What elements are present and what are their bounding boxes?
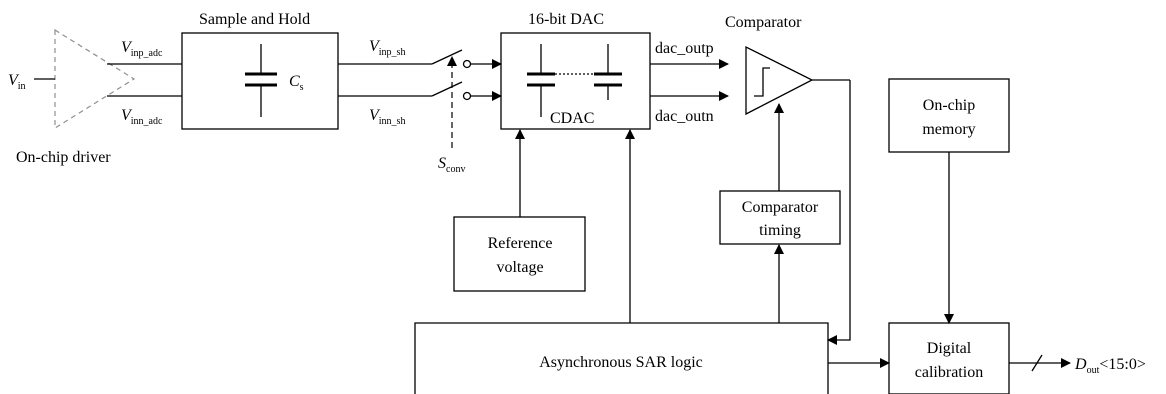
output-label: Dout<15:0> [1074, 356, 1146, 376]
label-vinp-sh: Vinp_sh [369, 38, 405, 58]
comparator-timing-line2: timing [759, 222, 801, 239]
sar-logic-label: Asynchronous SAR logic [539, 354, 703, 371]
calibration-line1: Digital [927, 340, 972, 357]
sar-logic: Asynchronous SAR logic [414, 322, 829, 394]
label-dac-outp: dac_outp [655, 40, 714, 57]
label-vinn-sh: Vinn_sh [369, 107, 405, 127]
comparator: Comparator [725, 14, 814, 116]
memory-line1: On-chip [923, 97, 975, 114]
on-chip-memory: On-chip memory [888, 78, 1010, 153]
sample-hold-box [181, 32, 339, 130]
sample-and-hold: Sample and Hold Cs [181, 11, 339, 130]
sample-hold-title: Sample and Hold [199, 11, 310, 28]
conversion-switches: Sconv [431, 49, 472, 175]
dac-title: 16-bit DAC [528, 11, 604, 28]
label-vinn-adc: Vinn_adc [121, 107, 163, 127]
memory-line2: memory [922, 121, 975, 138]
label-dac-outn: dac_outn [655, 108, 714, 125]
bus-slash [1031, 354, 1043, 372]
comparator-title: Comparator [725, 14, 802, 31]
driver-input-label: Vin [8, 72, 26, 92]
switch-n-blade [431, 81, 463, 97]
dac: 16-bit DAC CDAC [500, 11, 651, 130]
comparator-hysteresis-icon [754, 67, 770, 97]
switch-n-contact [462, 91, 472, 101]
reference-voltage: Reference voltage [453, 216, 586, 292]
switch-control-arrowhead [447, 56, 457, 66]
label-vinp-adc: Vinp_adc [121, 39, 163, 59]
dac-box [500, 32, 651, 130]
switch-control-label: Sconv [438, 155, 465, 175]
on-chip-driver: Vin On-chip driver [8, 28, 136, 166]
comparator-timing: Comparator timing [719, 190, 841, 245]
reference-voltage-box [453, 216, 586, 292]
on-chip-memory-box [888, 78, 1010, 153]
comparator-timing-line1: Comparator [742, 199, 819, 216]
digital-calibration-box [888, 322, 1010, 394]
cdac-label: CDAC [550, 110, 594, 127]
reference-line1: Reference [488, 235, 553, 252]
switch-p-blade [431, 49, 463, 65]
comparator-triangle [745, 45, 814, 116]
calibration-line2: calibration [915, 364, 983, 381]
reference-line2: voltage [496, 259, 543, 276]
wire-comparator-to-sar [827, 80, 851, 345]
digital-calibration: Digital calibration [888, 322, 1010, 394]
driver-caption: On-chip driver [16, 149, 111, 166]
switch-p-contact [462, 59, 472, 69]
sample-cap-label: Cs [289, 73, 304, 93]
sar-logic-box [414, 322, 829, 394]
